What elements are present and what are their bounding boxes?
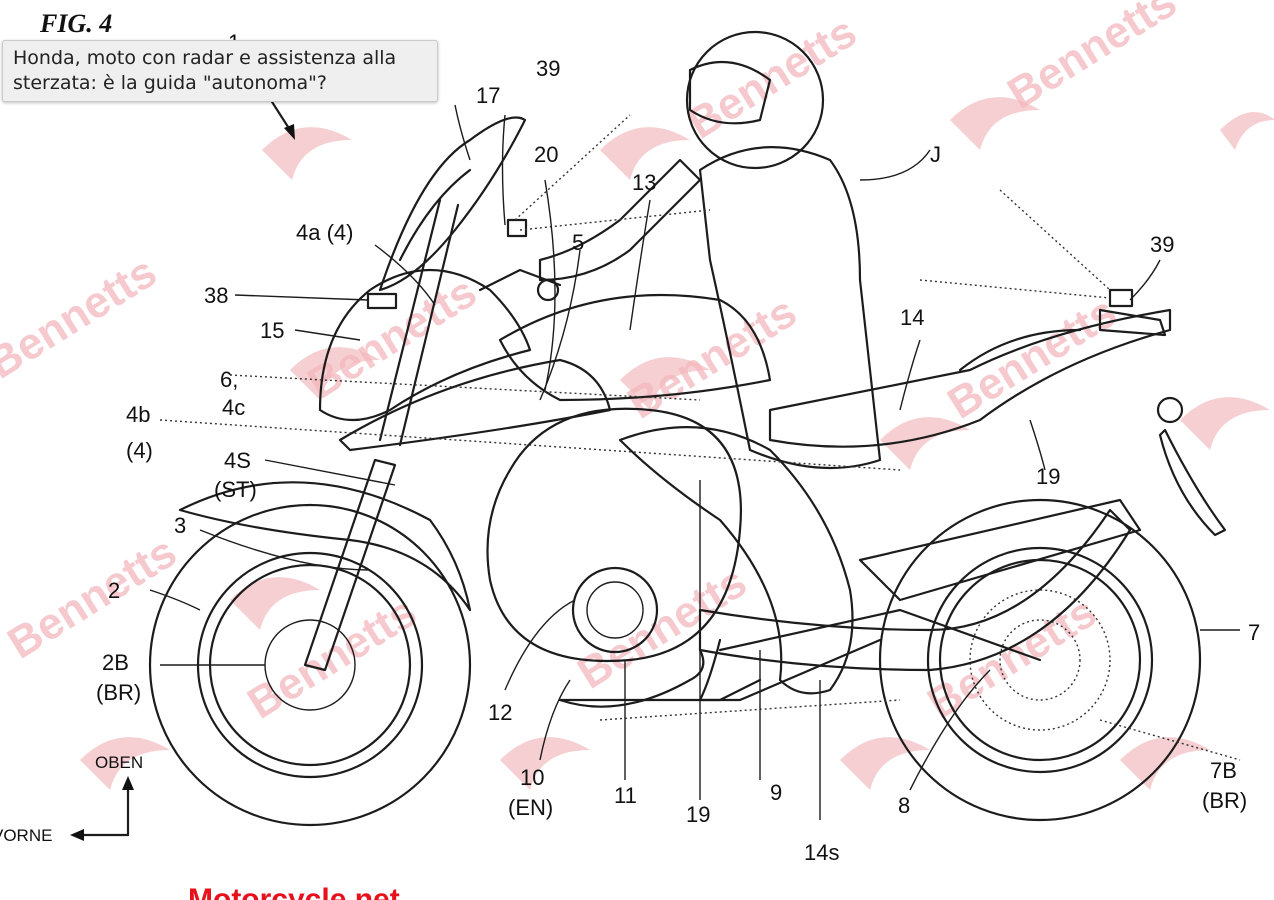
label-9: 9 xyxy=(770,780,782,805)
label-8: 8 xyxy=(898,793,910,818)
label-4c: 4c xyxy=(222,395,245,420)
label-3: 3 xyxy=(174,513,186,538)
watermark-text: Bennetts xyxy=(679,7,865,148)
label-38: 38 xyxy=(204,283,228,308)
label-7B: 7B xyxy=(1210,758,1237,783)
label-BR-front: (BR) xyxy=(96,680,141,705)
label-4b-sub: (4) xyxy=(126,438,153,463)
site-title[interactable]: Motorcycle.net xyxy=(188,883,400,900)
label-ST: (ST) xyxy=(214,477,257,502)
label-39-front: 39 xyxy=(536,56,560,81)
label-15: 15 xyxy=(260,318,284,343)
label-14: 14 xyxy=(900,305,924,330)
watermark-text: Bennetts xyxy=(0,527,185,668)
label-OBEN: OBEN xyxy=(95,753,143,772)
watermark-text: Bennetts xyxy=(619,287,805,428)
label-BR-rear: (BR) xyxy=(1202,788,1247,813)
title-tooltip: Honda, moto con radar e assistenza alla … xyxy=(2,40,438,102)
label-7: 7 xyxy=(1248,620,1260,645)
label-2: 2 xyxy=(108,578,120,603)
label-5: 5 xyxy=(572,230,584,255)
label-6: 6, xyxy=(220,367,238,392)
watermark-text: Bennetts xyxy=(999,0,1185,118)
label-EN: (EN) xyxy=(508,795,553,820)
watermark-text: Bennetts xyxy=(0,247,165,388)
drawing-labels: FIG. 4 1 39 17 20 13 J 4a (4) 5 39 38 15… xyxy=(0,9,1260,865)
label-11: 11 xyxy=(614,783,637,808)
label-VORNE: VORNE xyxy=(0,826,52,845)
label-39-rear: 39 xyxy=(1150,232,1174,257)
watermark-text: Bennetts xyxy=(569,557,755,698)
label-J: J xyxy=(930,142,941,167)
label-19-rear: 19 xyxy=(1036,464,1060,489)
label-12: 12 xyxy=(488,700,512,725)
watermark-text: Bennetts xyxy=(939,287,1125,428)
label-4a: 4a (4) xyxy=(296,220,353,245)
label-2B: 2B xyxy=(102,650,129,675)
patent-drawing: Bennetts Bennetts Bennetts Bennetts Benn… xyxy=(0,0,1274,865)
label-14s: 14s xyxy=(804,840,839,865)
motorcycle-line-art xyxy=(70,30,1241,841)
label-10: 10 xyxy=(520,765,544,790)
label-17: 17 xyxy=(476,83,500,108)
label-20: 20 xyxy=(534,142,558,167)
figure-label: FIG. 4 xyxy=(39,9,112,38)
label-4S: 4S xyxy=(224,448,251,473)
label-4b: 4b xyxy=(126,402,150,427)
label-13: 13 xyxy=(632,170,656,195)
label-19-front: 19 xyxy=(686,802,710,827)
